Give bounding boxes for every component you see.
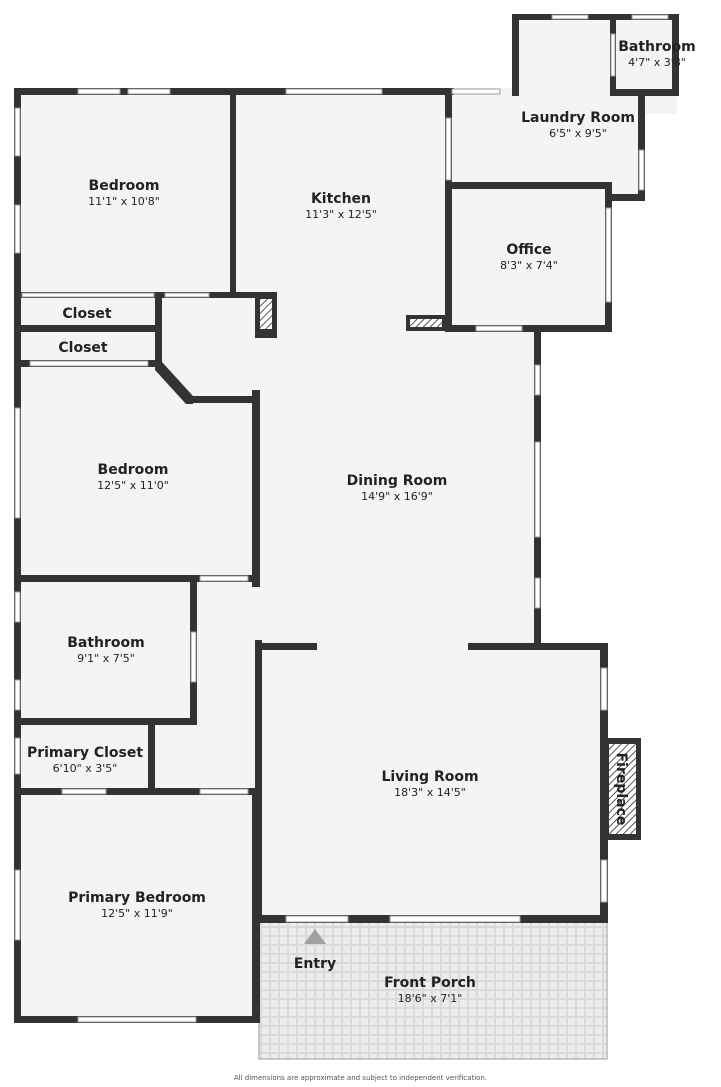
disclaimer-text: All dimensions are approximate and subje… <box>233 1074 488 1082</box>
office-name: Office <box>506 242 551 258</box>
entry-label: Entry <box>294 956 336 972</box>
dining-dim: 14'9" x 16'9" <box>361 490 433 503</box>
entry-arrow-icon <box>304 929 326 944</box>
room-labels: Bathroom 4'7" x 3'8" Laundry Room 6'5" x… <box>27 39 696 1005</box>
dining-name: Dining Room <box>347 473 448 489</box>
bathroom-upper-name: Bathroom <box>618 39 696 55</box>
windows <box>14 14 669 1023</box>
office-dim: 8'3" x 7'4" <box>500 259 558 272</box>
bedroom-2-name: Bedroom <box>98 462 169 478</box>
closet-2-name: Closet <box>58 340 108 356</box>
laundry-dim: 6'5" x 9'5" <box>549 127 607 140</box>
bathroom-main-name: Bathroom <box>67 635 145 651</box>
bedroom-1-dim: 11'1" x 10'8" <box>88 195 160 208</box>
living-name: Living Room <box>381 769 478 785</box>
primary-bedroom-name: Primary Bedroom <box>68 890 206 906</box>
bathroom-main-dim: 9'1" x 7'5" <box>77 652 135 665</box>
bedroom-1-name: Bedroom <box>89 178 160 194</box>
kitchen-name: Kitchen <box>311 191 371 207</box>
living-dim: 18'3" x 14'5" <box>394 786 466 799</box>
closet-1-name: Closet <box>62 306 112 322</box>
bedroom-2-dim: 12'5" x 11'0" <box>97 479 169 492</box>
front-porch-dim: 18'6" x 7'1" <box>398 992 463 1005</box>
primary-closet-name: Primary Closet <box>27 745 143 761</box>
primary-bedroom-dim: 12'5" x 11'9" <box>101 907 173 920</box>
kitchen-dim: 11'3" x 12'5" <box>305 208 377 221</box>
fireplace-label: Fireplace <box>613 753 629 826</box>
laundry-name: Laundry Room <box>521 110 635 126</box>
floor-fills <box>15 14 677 1023</box>
primary-closet-dim: 6'10" x 3'5" <box>53 762 118 775</box>
fireplace-hatch <box>609 744 636 834</box>
front-porch-name: Front Porch <box>384 975 476 991</box>
bathroom-upper-dim: 4'7" x 3'8" <box>628 56 686 69</box>
